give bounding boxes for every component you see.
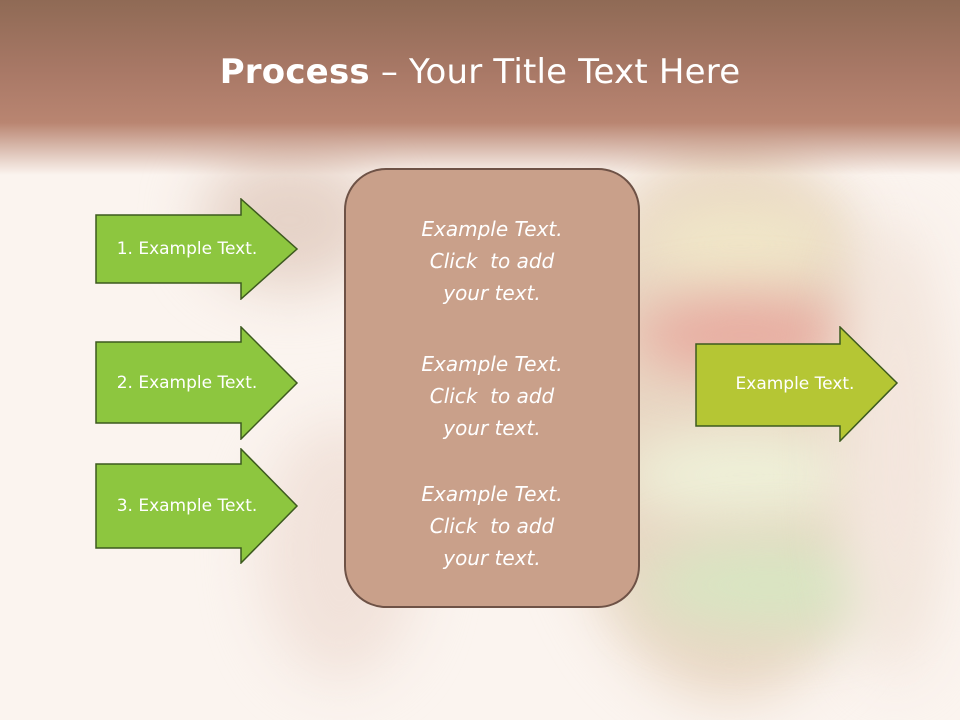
process-arrow-1[interactable]: 1. Example Text. [95, 198, 299, 300]
arrow-label: 2. Example Text. [116, 373, 258, 393]
paragraph-line: Click to add [429, 249, 555, 273]
title-rest: – Your Title Text Here [369, 52, 741, 92]
center-paragraph-1: Example Text. Click to add your text. [344, 213, 640, 309]
result-arrow[interactable]: Example Text. [695, 326, 899, 442]
arrow-label: 3. Example Text. [116, 496, 258, 516]
paragraph-line: Example Text. [421, 352, 563, 376]
arrow-label: Example Text. [735, 374, 855, 394]
process-arrow-2[interactable]: 2. Example Text. [95, 326, 299, 440]
title-bold: Process [219, 52, 370, 92]
center-text-box[interactable] [344, 168, 640, 608]
arrow-label: 1. Example Text. [116, 239, 258, 259]
paragraph-line: your text. [443, 416, 541, 440]
slide-title[interactable]: Process – Your Title Text Here [0, 52, 960, 92]
paragraph-line: Example Text. [421, 217, 563, 241]
arrow-shape [95, 198, 299, 300]
paragraph-line: Click to add [429, 514, 555, 538]
center-paragraph-2: Example Text. Click to add your text. [344, 348, 640, 444]
paragraph-line: your text. [443, 546, 541, 570]
paragraph-line: Example Text. [421, 482, 563, 506]
arrow-shape [695, 326, 899, 442]
header-band [0, 0, 960, 175]
arrow-shape [95, 326, 299, 440]
center-paragraph-3: Example Text. Click to add your text. [344, 478, 640, 574]
process-arrow-3[interactable]: 3. Example Text. [95, 448, 299, 564]
paragraph-line: Click to add [429, 384, 555, 408]
arrow-shape [95, 448, 299, 564]
paragraph-line: your text. [443, 281, 541, 305]
